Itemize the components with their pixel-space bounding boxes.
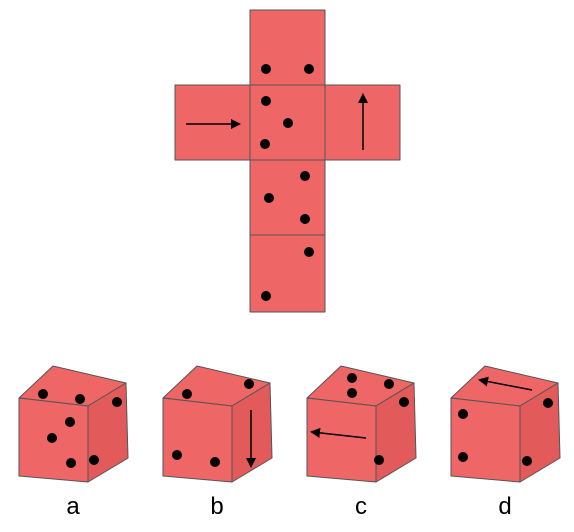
pip xyxy=(399,397,409,407)
pip xyxy=(112,397,122,407)
pip xyxy=(66,458,76,468)
pip xyxy=(347,373,357,383)
net-face-center xyxy=(249,84,326,161)
pip xyxy=(89,455,99,465)
pip xyxy=(47,433,57,443)
pip xyxy=(283,118,293,128)
pip xyxy=(522,456,532,466)
pip xyxy=(210,457,220,467)
option-label-a: a xyxy=(66,493,80,520)
option-label-b: b xyxy=(210,493,224,520)
pip xyxy=(458,452,468,462)
cube-net xyxy=(174,9,401,313)
pip xyxy=(172,450,182,460)
option-cube-a[interactable] xyxy=(18,365,129,483)
pip xyxy=(458,409,468,419)
pip xyxy=(244,379,254,389)
net-face-bottom xyxy=(249,234,326,313)
arrow-left-icon xyxy=(478,376,533,391)
net-face-right xyxy=(324,84,401,161)
pip xyxy=(304,64,314,74)
cube-face xyxy=(249,159,326,236)
arrow-left-icon xyxy=(310,427,367,439)
pip xyxy=(261,64,271,74)
cube-face xyxy=(231,382,273,483)
cube-face xyxy=(174,84,251,161)
pip xyxy=(543,398,553,408)
option-cube-c[interactable] xyxy=(306,365,417,483)
cube-face xyxy=(249,234,326,313)
net-face-left xyxy=(174,84,251,161)
pip xyxy=(75,394,85,404)
option-cube-b[interactable] xyxy=(162,365,273,483)
pip xyxy=(38,389,48,399)
pip xyxy=(374,455,384,465)
pip xyxy=(261,96,271,106)
pip xyxy=(182,389,192,399)
pip xyxy=(300,171,310,181)
pip xyxy=(304,247,314,257)
cube-face xyxy=(249,9,326,86)
pip xyxy=(384,379,394,389)
pip xyxy=(347,388,357,398)
option-label-d: d xyxy=(498,493,512,520)
net-face-top xyxy=(249,9,326,86)
pip xyxy=(264,193,274,203)
pip xyxy=(260,139,270,149)
pip xyxy=(261,291,271,301)
option-cube-d[interactable] xyxy=(450,365,561,483)
net-face-lower xyxy=(249,159,326,236)
option-label-c: c xyxy=(355,493,367,520)
pip xyxy=(65,417,75,427)
cube-face xyxy=(306,397,377,483)
cube-face xyxy=(162,397,233,483)
pip xyxy=(300,214,310,224)
